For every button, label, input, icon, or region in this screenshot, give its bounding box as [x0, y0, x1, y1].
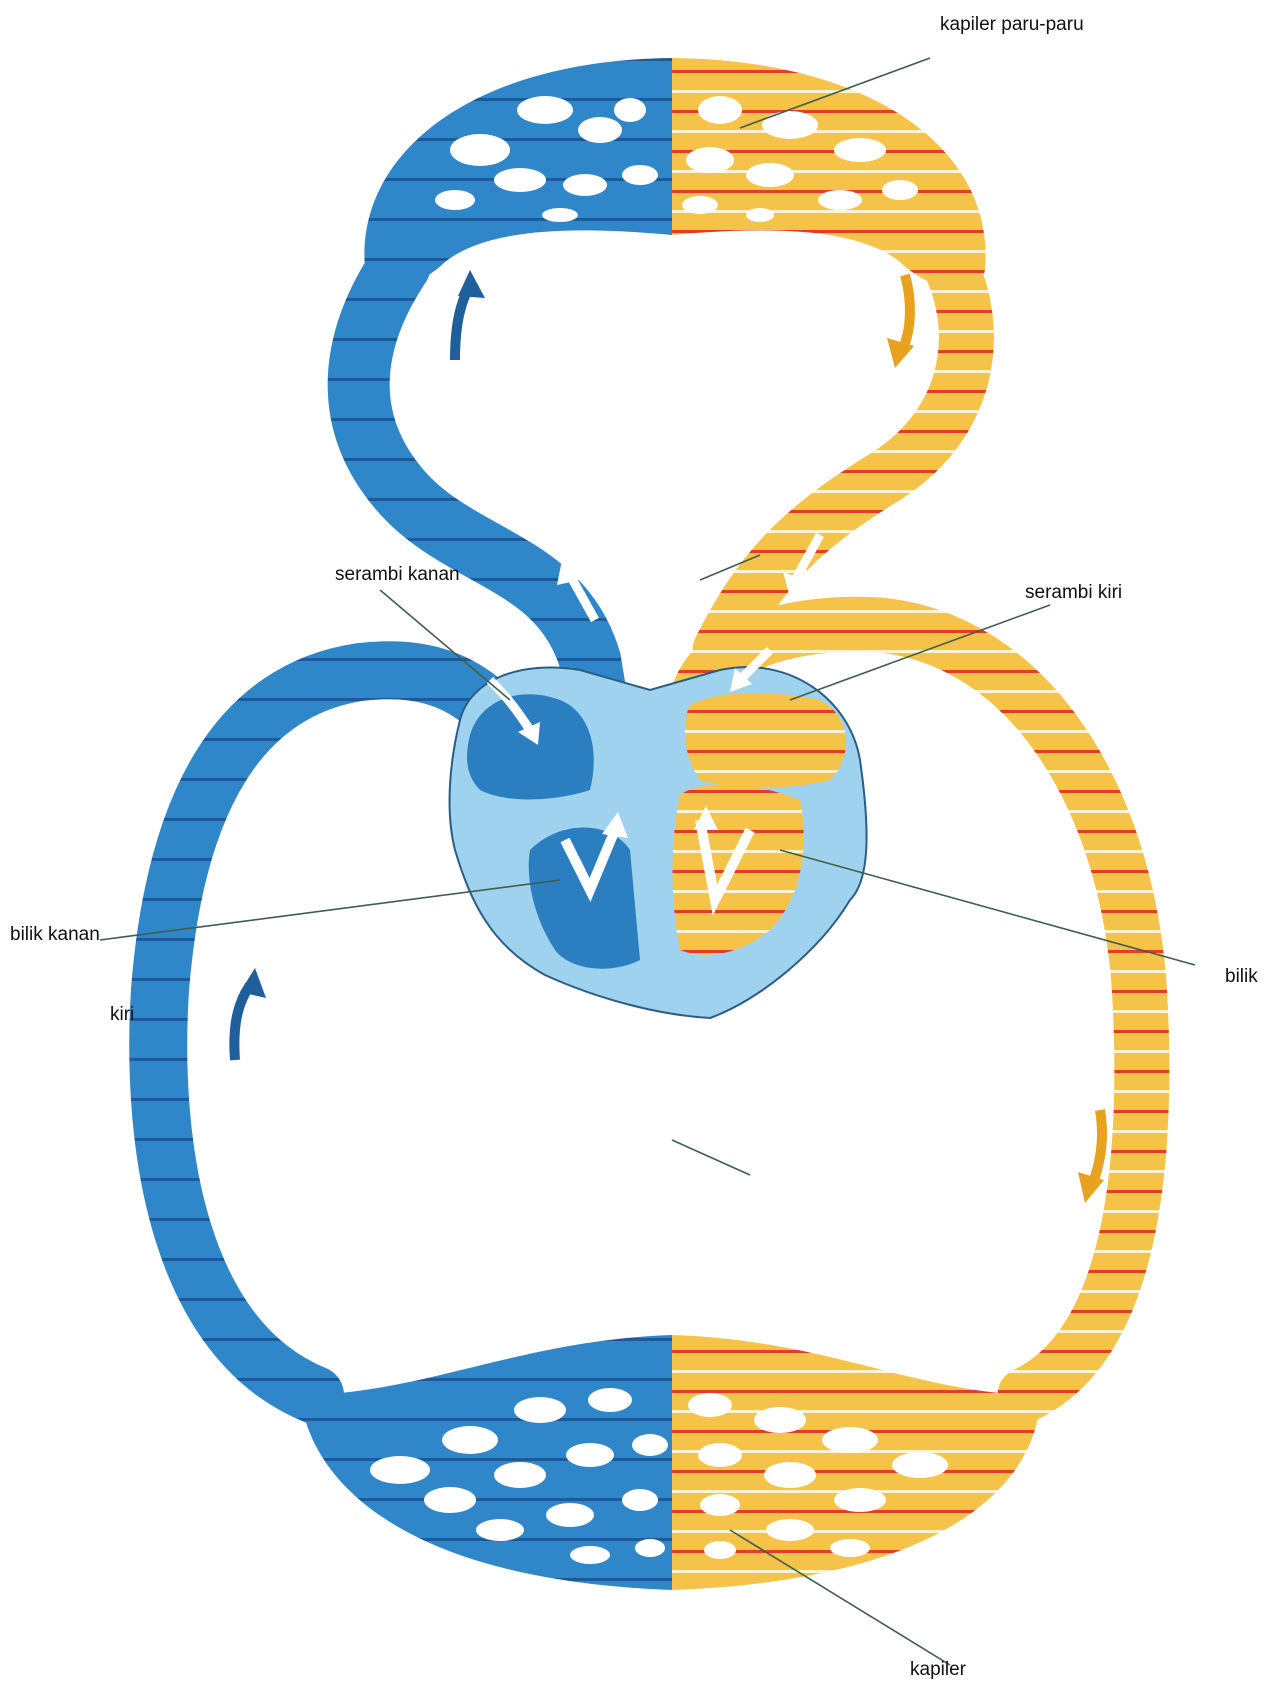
pulmonary-vein [720, 265, 966, 650]
label-kapiler: kapiler [910, 1659, 967, 1680]
label-bilik: bilik [1225, 966, 1258, 987]
right-atrium [467, 694, 594, 799]
arrow-head-blue-icon [458, 270, 485, 298]
body-capillary-bed [300, 1335, 1040, 1590]
lung-capillary-bed [364, 58, 985, 288]
vena-cava [158, 670, 480, 1395]
label-kiri: kiri [110, 1004, 134, 1025]
left-atrium [685, 693, 846, 787]
label-serambi-kanan: serambi kanan [335, 564, 460, 585]
label-bilik-kanan: bilik kanan [10, 924, 100, 945]
heart [450, 667, 867, 1018]
label-kapiler-paru: kapiler paru-paru [940, 14, 1084, 35]
arrow-down-aorta-icon [1092, 1110, 1102, 1185]
arrow-down-yellow-icon [902, 275, 910, 350]
label-serambi-kiri: serambi kiri [1025, 582, 1122, 603]
septum [655, 760, 660, 980]
arrow-up-vena-icon [234, 985, 250, 1060]
